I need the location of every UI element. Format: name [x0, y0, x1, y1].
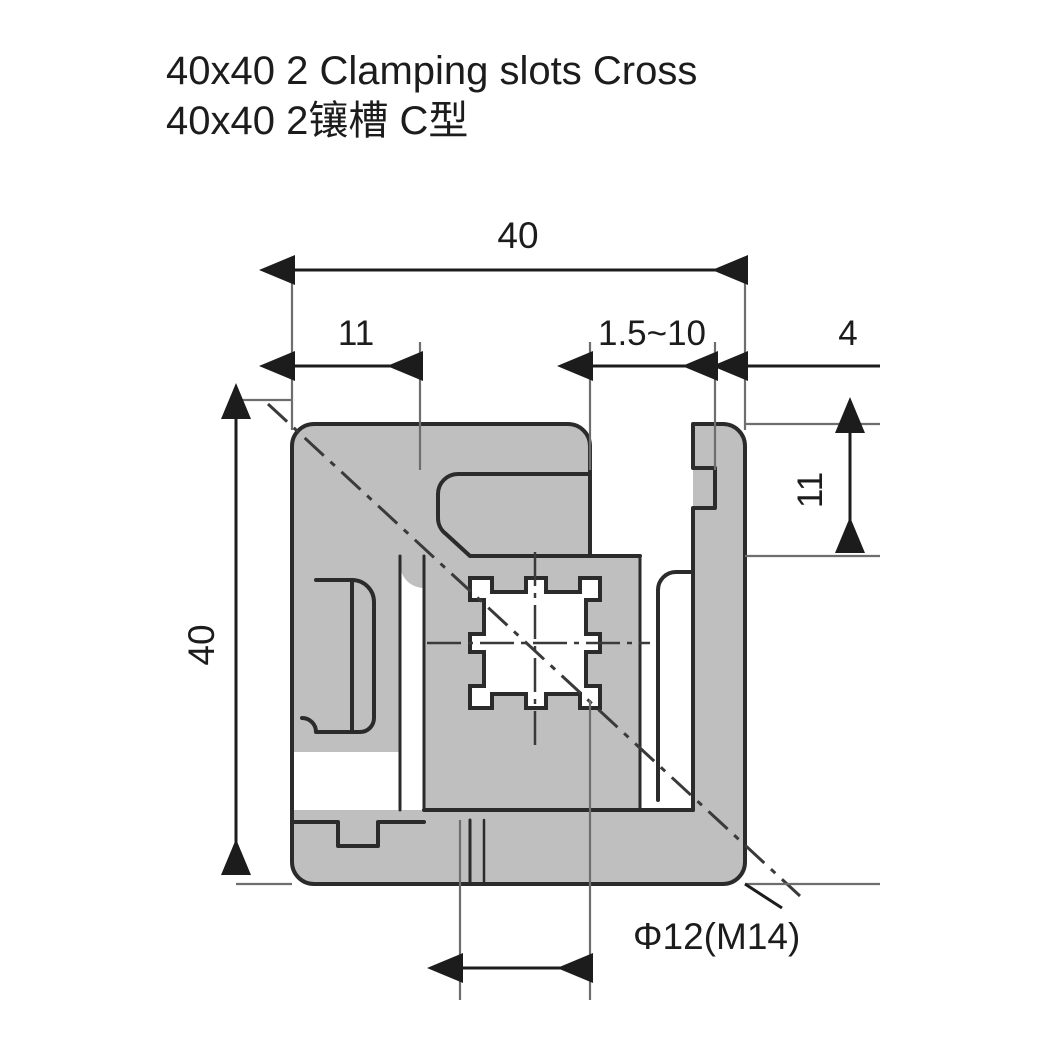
- dimension-right-segment: 11: [791, 397, 865, 553]
- dimension-top-right-segment: 4: [712, 314, 880, 381]
- drawing-title-block: 40x40 2 Clamping slots Cross 40x40 2镶槽 C…: [166, 46, 926, 146]
- dimension-slot-range: 1.5~10: [557, 314, 718, 381]
- core-centerlines: [427, 552, 650, 752]
- bore-callout: Φ12(M14): [633, 882, 800, 957]
- profile-outline: [290, 422, 747, 886]
- dim-label-top-left-segment: 11: [338, 314, 374, 353]
- dim-label-slot-range: 1.5~10: [598, 314, 706, 353]
- dimension-annotations: 40 11 1.5~10 4 40: [181, 215, 880, 1000]
- dimension-top-left-segment: 11: [259, 314, 423, 381]
- diagonal-centerline: [266, 402, 802, 898]
- title-english: 40x40 2 Clamping slots Cross: [166, 49, 698, 93]
- aluminium-profile-section: [266, 402, 802, 898]
- title-chinese: 40x40 2镶槽 C型: [166, 99, 469, 143]
- profile-voids: [292, 424, 693, 810]
- dimension-left-overall: 40: [181, 383, 251, 875]
- dim-label-right-segment: 11: [791, 472, 830, 508]
- dim-label-left-overall: 40: [181, 624, 222, 665]
- dim-label-top-right-segment: 4: [838, 314, 857, 353]
- dim-label-top-overall: 40: [497, 215, 538, 256]
- dim-label-bore-callout: Φ12(M14): [633, 916, 800, 957]
- dimension-top-overall: 40: [259, 215, 748, 285]
